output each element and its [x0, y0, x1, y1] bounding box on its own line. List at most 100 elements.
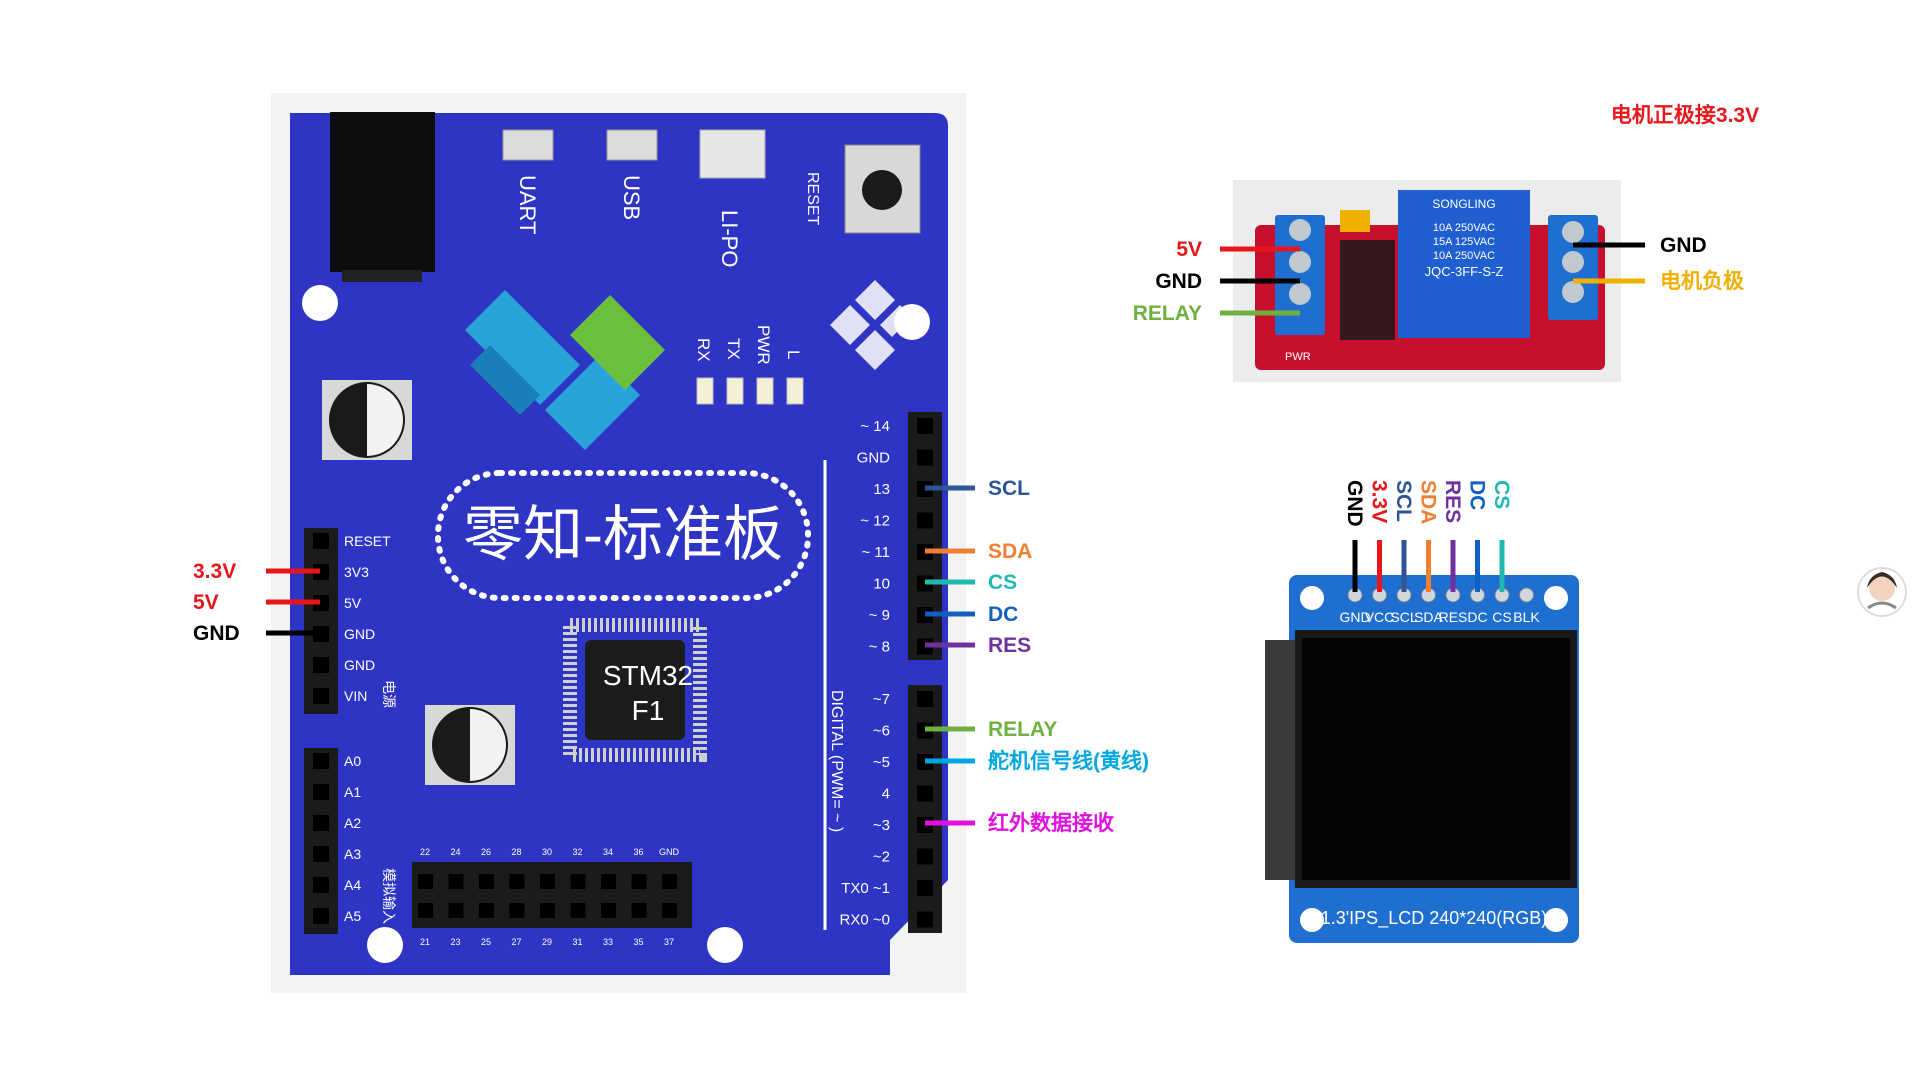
relay-module: 电机正极接3.3V SONGLING 10A 250VAC 15A 125VAC… — [1133, 103, 1759, 382]
lcd-mount-hole — [1544, 586, 1568, 610]
relay-wire-label: 电机负极 — [1660, 269, 1745, 293]
header-pin — [313, 533, 329, 549]
lcd-wire-label: 3.3V — [1368, 480, 1391, 523]
lcd-pin-label: BLK — [1513, 609, 1540, 625]
header-pin — [448, 903, 464, 918]
header-pin — [601, 903, 616, 918]
wire-label: GND — [193, 622, 240, 645]
header-pin — [917, 848, 933, 865]
header-pin — [917, 880, 933, 896]
lcd-pin — [1519, 587, 1534, 603]
mount-hole — [707, 927, 743, 963]
dc-jack — [330, 112, 435, 272]
lcd-pin-label: DC — [1467, 609, 1487, 625]
bottom-pin-number: 24 — [450, 847, 460, 857]
avatar[interactable] — [1857, 567, 1907, 617]
wire-label: RES — [988, 634, 1031, 657]
header-pin — [313, 877, 329, 893]
power-pin-label: VIN — [344, 688, 367, 704]
digital-pin-label: ~ 12 — [860, 513, 890, 530]
power-pin-label: 5V — [344, 595, 362, 611]
analog-pin-label: A5 — [344, 908, 361, 924]
lcd-mount-hole — [1300, 586, 1324, 610]
chip-label-line1: STM32 — [603, 660, 693, 691]
relay-model: JQC-3FF-S-Z — [1425, 264, 1504, 279]
board-name: 零知-标准板 — [463, 501, 783, 568]
header-pin — [540, 903, 555, 918]
bottom-pin-number: 37 — [664, 937, 674, 947]
digital-pin-label: ~6 — [873, 723, 890, 740]
lcd-pin-label: GND — [1339, 609, 1370, 625]
header-pin — [917, 691, 933, 707]
lcd-wire-label: GND — [1343, 480, 1366, 527]
header-pin — [313, 784, 329, 800]
analog-pin-label: A1 — [344, 784, 361, 800]
header-pin — [917, 418, 933, 434]
bottom-pin-number: 26 — [481, 847, 491, 857]
wire-label: 红外数据接收 — [988, 811, 1114, 835]
bottom-pin-number: GND — [659, 847, 680, 857]
status-leds: RX TX PWR L — [694, 325, 804, 405]
analog-pin-label: A0 — [344, 753, 361, 769]
led-label-rx: RX — [694, 338, 713, 362]
digital-pin-label: ~5 — [873, 754, 890, 771]
led-label-l: L — [784, 350, 803, 359]
usb-port — [606, 129, 658, 161]
svg-text:10A 250VAC: 10A 250VAC — [1433, 222, 1495, 234]
digital-pin-label: 4 — [882, 786, 890, 803]
header-pin — [509, 903, 525, 918]
lcd-mount-hole — [1300, 908, 1324, 932]
lcd-wire-label: CS — [1490, 480, 1513, 509]
digital-pin-label: RX0 ~0 — [840, 912, 890, 929]
header-pin — [313, 908, 329, 924]
lcd-mount-hole — [1544, 908, 1568, 932]
power-header — [304, 528, 338, 714]
lcd-wire-label: RES — [1441, 480, 1464, 523]
header-pin — [313, 564, 329, 580]
lipo-label: LI-PO — [717, 210, 742, 267]
relay-jumper — [1340, 210, 1370, 232]
bottom-pin-number: 22 — [420, 847, 430, 857]
wire-label: 5V — [193, 591, 219, 614]
digital-pin-label: ~ 14 — [860, 418, 890, 435]
wire-label: SDA — [988, 540, 1032, 563]
lcd-pin-label: SDA — [1414, 609, 1443, 625]
header-pin — [917, 911, 933, 928]
header-pin — [540, 874, 555, 889]
lipo-connector — [699, 129, 766, 179]
board-name-oval — [435, 470, 811, 601]
relay-pwr-label: PWR — [1285, 351, 1311, 363]
chip-label-line2: F1 — [632, 695, 665, 726]
uart-port — [502, 129, 554, 161]
header-pin — [479, 874, 494, 889]
power-pin-label: GND — [344, 657, 375, 673]
header-pin — [313, 846, 329, 862]
relay-block — [1398, 190, 1530, 338]
bottom-header — [412, 862, 692, 928]
power-header-note: 电源 — [381, 680, 397, 708]
analog-header — [304, 748, 338, 934]
digital-pin-label: ~ 9 — [869, 607, 890, 624]
bottom-pin-number: 29 — [542, 937, 552, 947]
usb-label: USB — [619, 175, 644, 220]
header-pin — [418, 874, 433, 889]
mcu-chip: STM32 F1 — [563, 618, 707, 762]
small-logo — [830, 280, 912, 370]
digital-pin-label: ~ 11 — [862, 544, 891, 561]
header-pin — [313, 657, 329, 673]
led-label-tx: TX — [724, 338, 743, 360]
capacitor — [322, 380, 412, 460]
wire-label: DC — [988, 603, 1018, 626]
header-pin — [662, 903, 677, 918]
mount-hole — [302, 285, 338, 321]
lcd-pin-label: SCL — [1390, 609, 1417, 625]
header-pin — [509, 874, 525, 889]
wire-label: 舵机信号线(黄线) — [988, 749, 1149, 773]
wire-label: SCL — [988, 477, 1030, 500]
